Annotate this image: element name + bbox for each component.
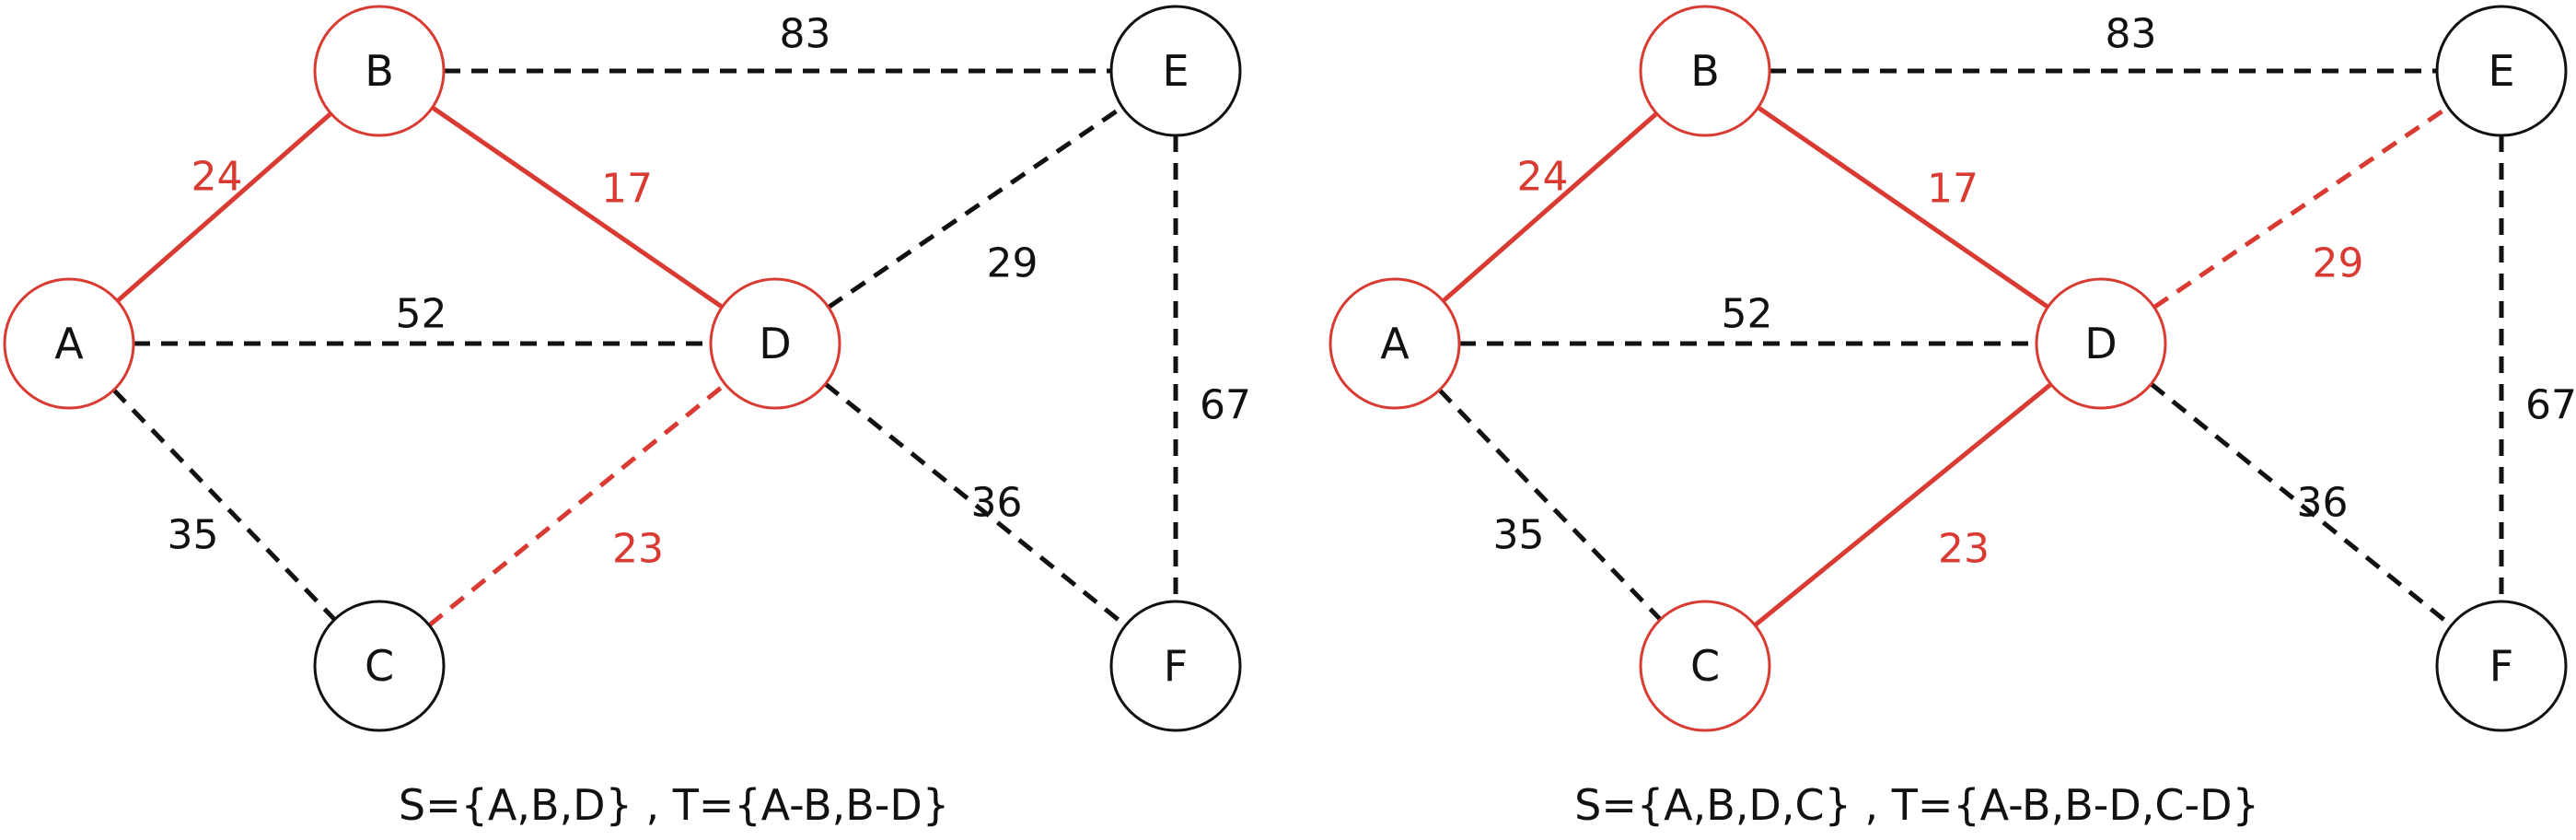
node-label-e: E (1162, 46, 1189, 96)
node-circle-d (709, 277, 841, 410)
edge-weight-a-d: 52 (1722, 291, 1773, 338)
edge-c-d (1753, 382, 2053, 627)
edge-weight-e-f: 67 (2525, 382, 2576, 429)
node-c: C (313, 600, 446, 732)
node-d: D (709, 277, 841, 410)
panel-caption: S={A,B,D} , T={A-B,B-D} (399, 780, 949, 830)
edge-b-d (431, 105, 724, 309)
edge-a-b (1441, 111, 1659, 303)
edge-b-d (1757, 105, 2049, 309)
node-f: F (2435, 600, 2568, 732)
edge-weight-a-c: 35 (1493, 512, 1545, 559)
node-e: E (2435, 5, 2568, 137)
node-label-b: B (365, 46, 394, 96)
node-label-d: D (2084, 319, 2117, 368)
edge-weight-c-d: 23 (612, 526, 664, 573)
edge-d-e (2152, 105, 2450, 309)
node-d: D (2035, 277, 2167, 410)
node-circle-e (2435, 5, 2568, 137)
node-b: B (1639, 5, 1771, 137)
node-circle-c (1639, 600, 1771, 732)
edge-weight-b-e: 83 (780, 11, 831, 58)
node-b: B (313, 5, 446, 137)
edge-a-b (115, 111, 333, 303)
graph-panel-1: 24 17 83 52 35 23 29 36 67 A B C D E F S={A,B,D} , T={A… (3, 5, 1251, 830)
edge-c-d (427, 382, 727, 627)
edge-weight-a-b: 24 (191, 154, 243, 201)
node-f: F (1109, 600, 1242, 732)
edge-d-e (827, 105, 1124, 309)
node-circle-b (1639, 5, 1771, 137)
node-circle-f (1109, 600, 1242, 732)
node-label-a: A (1380, 319, 1410, 368)
node-label-d: D (759, 319, 791, 368)
edge-a-c (1437, 388, 1663, 622)
node-circle-e (1109, 5, 1242, 137)
edge-d-f (823, 381, 1128, 628)
node-circle-f (2435, 600, 2568, 732)
edge-weight-c-d: 23 (1938, 526, 1990, 573)
node-label-b: B (1690, 46, 1720, 96)
edge-d-f (2149, 381, 2454, 628)
edge-weight-b-e: 83 (2106, 11, 2157, 58)
edge-weight-e-f: 67 (1200, 382, 1251, 429)
node-a: A (3, 277, 135, 410)
edge-weight-b-d: 17 (1927, 166, 1978, 213)
node-circle-c (313, 600, 446, 732)
node-label-c: C (1690, 641, 1720, 691)
node-a: A (1329, 277, 1461, 410)
edge-weight-d-e: 29 (987, 240, 1039, 287)
edge-weight-a-c: 35 (168, 512, 219, 559)
edge-weight-a-b: 24 (1517, 154, 1569, 201)
node-c: C (1639, 600, 1771, 732)
edge-weight-d-f: 36 (971, 480, 1023, 527)
edge-weight-a-d: 52 (396, 291, 447, 338)
edge-a-c (111, 388, 337, 622)
node-circle-d (2035, 277, 2167, 410)
node-label-e: E (2488, 46, 2514, 96)
node-e: E (1109, 5, 1242, 137)
node-label-f: F (1164, 641, 1188, 691)
edge-weight-b-d: 17 (601, 166, 653, 213)
node-circle-b (313, 5, 446, 137)
edge-weight-d-f: 36 (2297, 480, 2349, 527)
graph-panel-2: 24 17 83 52 35 23 29 36 67 A B C D E F S={A,B,D,C} , T=… (1329, 5, 2576, 830)
node-label-c: C (365, 641, 394, 691)
node-circle-a (3, 277, 135, 410)
node-label-a: A (54, 319, 84, 368)
node-label-f: F (2489, 641, 2513, 691)
edge-weight-d-e: 29 (2313, 240, 2364, 287)
node-circle-a (1329, 277, 1461, 410)
panel-caption: S={A,B,D,C} , T={A-B,B-D,C-D} (1574, 780, 2259, 830)
